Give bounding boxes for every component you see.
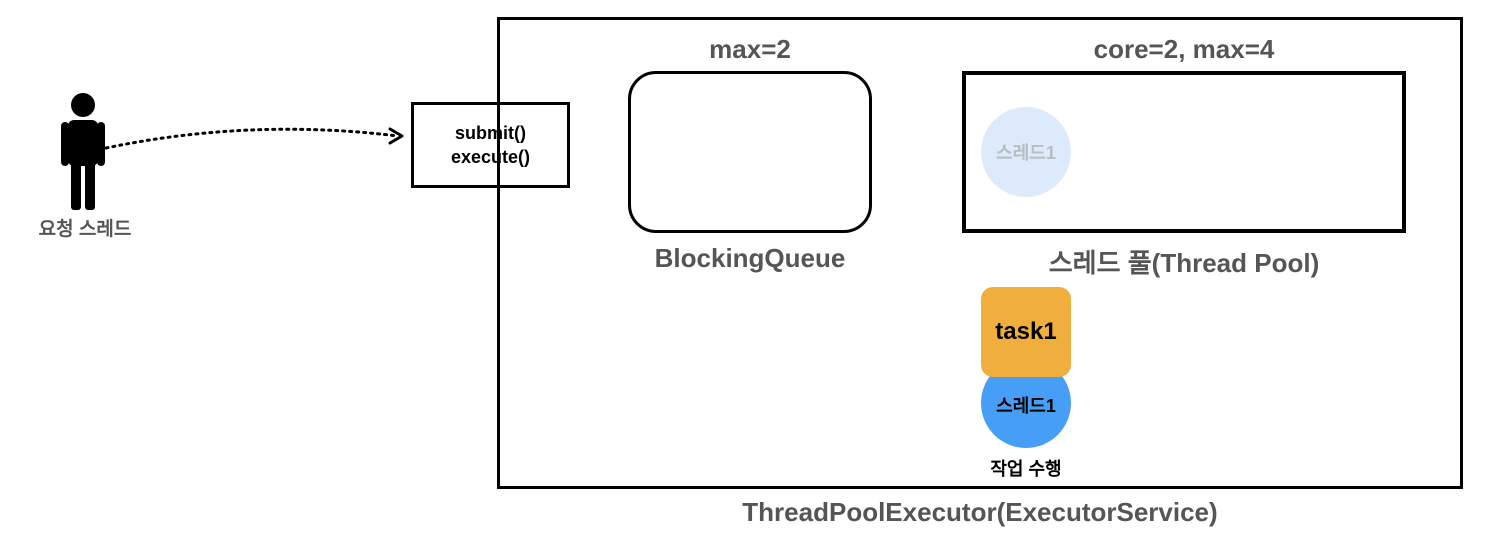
execute-method-label: execute() <box>450 147 531 167</box>
executor-label: ThreadPoolExecutor(ExecutorService) <box>742 497 1218 527</box>
active-thread-label: 스레드1 <box>996 396 1056 416</box>
blocking-queue-label: BlockingQueue <box>654 243 846 273</box>
task-card: task1 <box>981 287 1071 377</box>
blocking-queue-box <box>628 71 872 233</box>
thread-pool-box <box>962 71 1406 233</box>
requester-label: 요청 스레드 <box>38 219 132 240</box>
executor-frame <box>497 17 1463 489</box>
working-status-label: 작업 수행 <box>990 459 1062 479</box>
thread-pool-label: 스레드 풀(Thread Pool) <box>1048 248 1320 278</box>
idle-thread-label: 스레드1 <box>996 143 1056 163</box>
queue-max-label: max=2 <box>709 34 791 64</box>
pool-size-label: core=2, max=4 <box>1093 34 1275 64</box>
submit-method-label: submit() <box>455 123 526 143</box>
person-icon <box>61 93 105 210</box>
submit-execute-box: submit() execute() <box>411 102 570 188</box>
task-label: task1 <box>995 318 1057 345</box>
idle-thread-slot: 스레드1 <box>981 107 1071 197</box>
